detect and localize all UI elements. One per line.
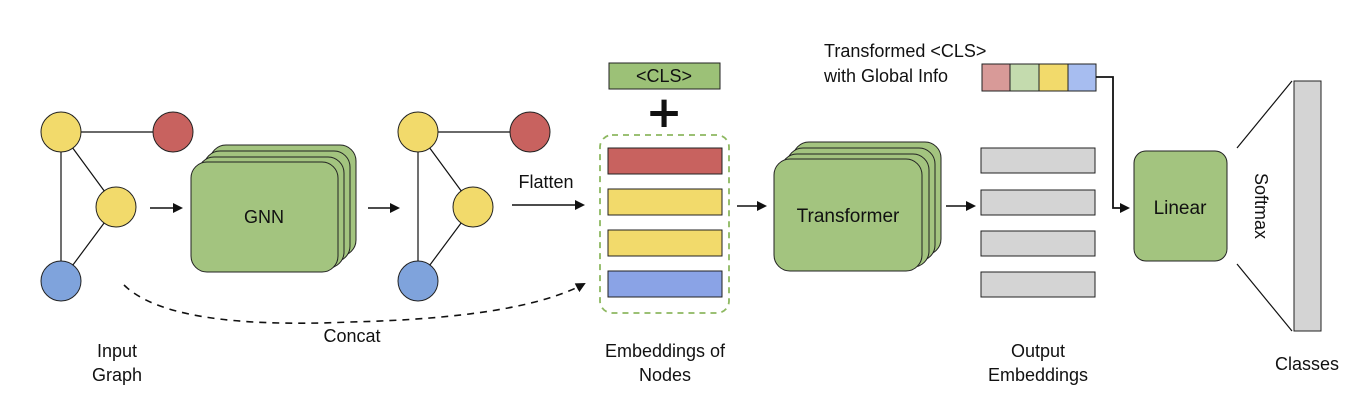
embedding-bar-blue [607, 270, 723, 298]
linear-label: Linear [1154, 198, 1207, 219]
embeddings-group-outline [599, 134, 730, 314]
graph-node-red [509, 111, 551, 153]
gnn-layer-front [190, 161, 339, 273]
global-cell-green [1009, 63, 1040, 92]
gnn-output-graph [397, 111, 551, 302]
output-embeddings-label-2: Embeddings [988, 365, 1088, 385]
graph-node-yellow [40, 111, 82, 153]
graph-node-blue [40, 260, 82, 302]
output-embedding-bar [980, 189, 1096, 216]
linear-block [1133, 150, 1228, 262]
cls-to-linear-arrow [1096, 76, 1130, 213]
embeddings-label-2: Nodes [639, 365, 691, 385]
graph-node-yellow [452, 186, 494, 228]
cls-token-label: <CLS> [636, 66, 692, 86]
gnn-block: GNN [190, 144, 357, 273]
output-embedding-bar [980, 271, 1096, 298]
gnn-label: GNN [244, 207, 284, 227]
global-cell-yellow [1038, 63, 1069, 92]
graph-node-blue [397, 260, 439, 302]
output-embeddings-label-1: Output [1011, 341, 1065, 361]
concat-label: Concat [323, 326, 380, 346]
embedding-bar-yellow [607, 229, 723, 257]
concat-arrow [123, 283, 586, 324]
global-cell-blue [1067, 63, 1097, 92]
softmax-label: Softmax [1251, 173, 1271, 239]
classes-bar [1293, 80, 1322, 332]
input-graph-label-2: Graph [92, 365, 142, 385]
transformer-layer-front [773, 158, 923, 272]
embeddings-label-1: Embeddings of [605, 341, 726, 361]
graph-node-red [152, 111, 194, 153]
transformed-cls-label-2: with Global Info [823, 66, 948, 86]
cls-token [608, 62, 721, 90]
transformer-label: Transformer [797, 206, 900, 227]
embedding-bar-red [607, 147, 723, 175]
softmax-edge-top [1236, 80, 1293, 149]
graph-node-yellow [95, 186, 137, 228]
transformer-block: Transformer [773, 141, 942, 272]
softmax-edge-bottom [1236, 263, 1293, 332]
classes-label: Classes [1275, 354, 1339, 374]
output-embedding-bar [980, 147, 1096, 174]
input-graph [40, 111, 194, 302]
transformed-cls-label-1: Transformed <CLS> [824, 41, 986, 61]
output-embedding-bar [980, 230, 1096, 257]
transformed-cls-token [981, 63, 1097, 92]
embedding-bar-yellow [607, 188, 723, 216]
plus-sign: + [646, 87, 683, 138]
graph-node-yellow [397, 111, 439, 153]
global-cell-red [981, 63, 1011, 92]
flatten-label: Flatten [518, 172, 573, 192]
input-graph-label-1: Input [97, 341, 137, 361]
